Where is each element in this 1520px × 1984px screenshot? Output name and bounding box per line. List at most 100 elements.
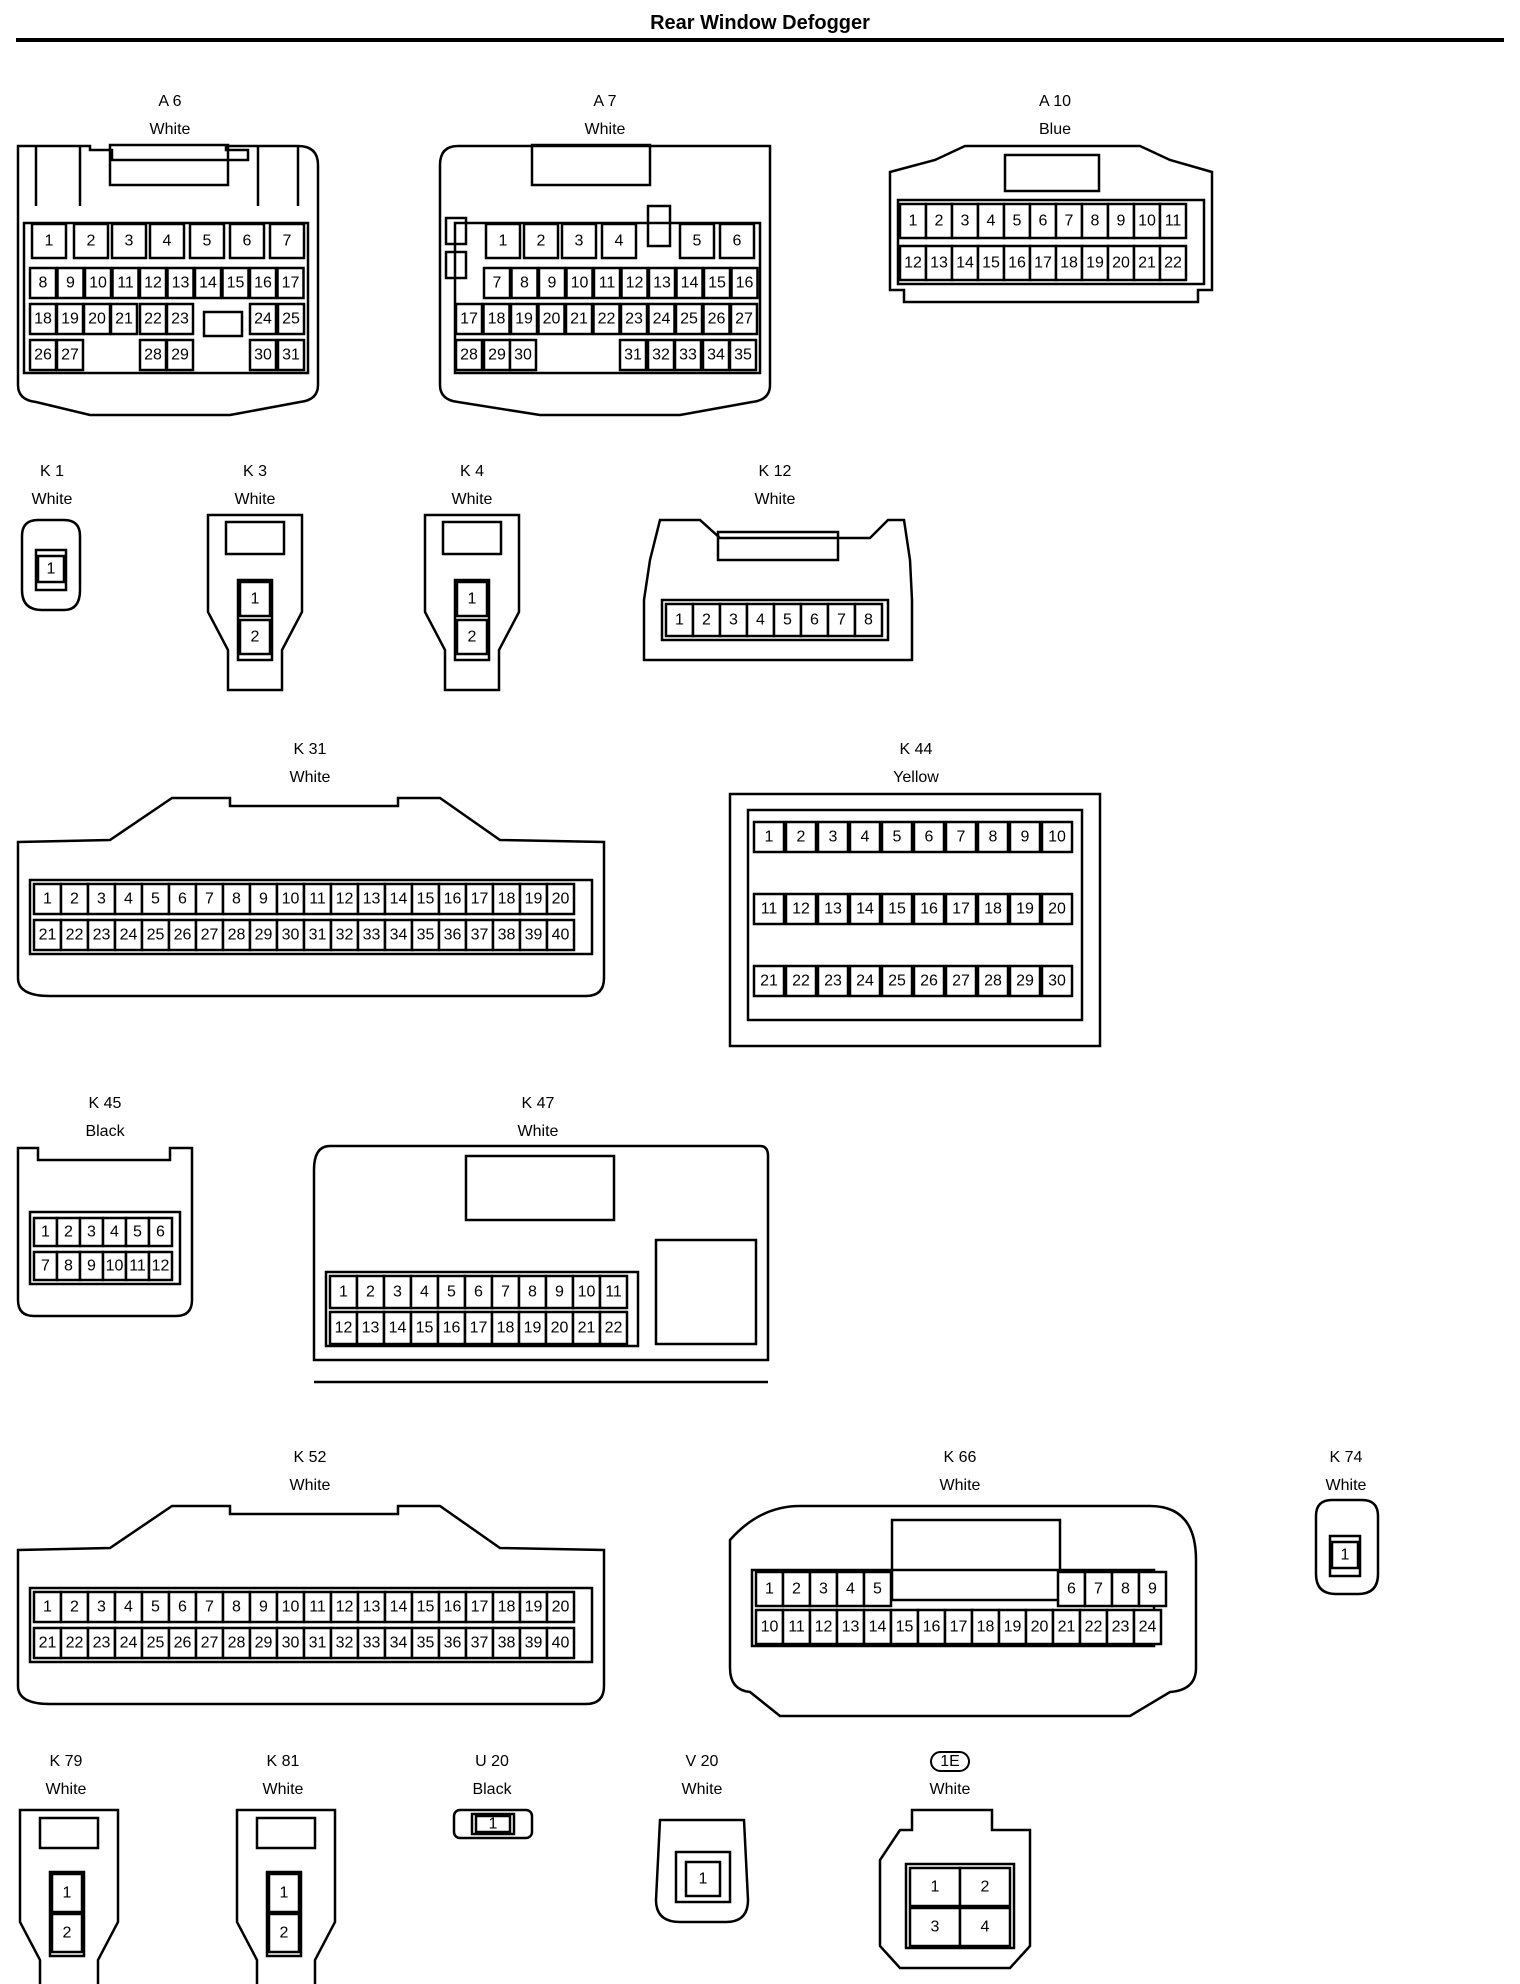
pin-number: 7	[1065, 213, 1074, 230]
pin-k31-40: 40	[545, 918, 576, 952]
pin-number: 27	[61, 347, 79, 364]
pin-a10-3: 3	[950, 202, 980, 240]
pin-cell	[908, 1906, 962, 1948]
pin-number: 25	[680, 311, 698, 328]
pin-k31-33: 33	[356, 918, 387, 952]
pin-a10-7: 7	[1054, 202, 1084, 240]
pin-number: 20	[1112, 255, 1130, 272]
pin-cell	[729, 302, 759, 336]
pin-number: 14	[390, 1599, 408, 1616]
connector-color: Yellow	[893, 769, 939, 786]
pin-k79-1: 1	[50, 1872, 84, 1914]
pin-a7-21: 21	[564, 302, 594, 336]
pin-a6-20: 20	[82, 302, 112, 336]
pin-k44-15: 15	[880, 892, 914, 926]
pin-cell	[482, 302, 511, 336]
pin-k47-15: 15	[409, 1310, 440, 1346]
pin-number: 21	[1138, 255, 1156, 272]
pin-a7-32: 32	[646, 338, 676, 372]
pin-number: 3	[97, 891, 106, 908]
pin-number: 16	[736, 275, 754, 292]
pin-number: 6	[810, 612, 819, 629]
pin-number: 3	[87, 1224, 96, 1241]
pin-cell	[55, 338, 85, 372]
pin-k45-10: 10	[101, 1250, 128, 1282]
pin-cell	[862, 1608, 893, 1646]
housing-u20	[452, 1808, 534, 1840]
pin-cell	[147, 1250, 174, 1282]
pin-k47-13: 13	[355, 1310, 386, 1346]
housing-k79	[18, 1808, 120, 1984]
pin-number: 6	[733, 233, 742, 250]
housing-k81	[235, 1808, 337, 1984]
pin-number: 23	[1112, 1619, 1130, 1636]
pin-number: 17	[950, 1619, 968, 1636]
pin-k31-12: 12	[329, 882, 360, 916]
pin-k52-7: 7	[194, 1590, 225, 1624]
pin-a10-9: 9	[1106, 202, 1136, 240]
pin-number: 27	[201, 927, 219, 944]
connector-id: K 52	[293, 1449, 327, 1466]
pin-k31-7: 7	[194, 882, 225, 916]
pin-number: 6	[178, 891, 187, 908]
pin-number: 16	[923, 1619, 941, 1636]
pin-number: 8	[989, 829, 998, 846]
pin-number: 2	[251, 629, 260, 646]
pin-k47-18: 18	[490, 1310, 521, 1346]
pin-cell	[592, 266, 622, 300]
pin-k45-8: 8	[55, 1250, 82, 1282]
pin-a7-29: 29	[482, 338, 512, 372]
pin-number: 1	[43, 891, 52, 908]
pin-a6-24: 24	[248, 302, 278, 336]
pin-number: 26	[920, 973, 938, 990]
pin-cell	[238, 580, 272, 618]
pin-number: 5	[1013, 213, 1022, 230]
pin-k12-7: 7	[826, 602, 857, 638]
housing-k4	[423, 513, 521, 692]
pin-k47-20: 20	[544, 1310, 575, 1346]
pin-number: 20	[1031, 1619, 1049, 1636]
pin-cell	[437, 882, 468, 916]
pin-k31-22: 22	[59, 918, 90, 952]
connector-color: Black	[85, 1123, 125, 1140]
pin-number: 6	[1067, 1581, 1076, 1598]
pin-k47-19: 19	[517, 1310, 548, 1346]
pin-number: 14	[856, 901, 874, 918]
connector-id: K 79	[49, 1753, 83, 1770]
pin-number: 25	[282, 311, 300, 328]
pin-k52-21: 21	[32, 1626, 63, 1660]
pin-cell	[898, 202, 928, 240]
pin-cell	[32, 882, 63, 916]
pin-a7-2: 2	[522, 222, 560, 260]
pin-cell	[924, 202, 954, 240]
pin-cell	[701, 338, 731, 372]
pin-k52-19: 19	[518, 1590, 549, 1624]
pin-number: 28	[228, 927, 246, 944]
pin-cell	[754, 1608, 785, 1646]
pin-cell	[276, 266, 305, 300]
pin-cell	[165, 302, 195, 336]
pin-cell	[484, 222, 522, 260]
pin-number: 2	[70, 1599, 79, 1616]
pin-a10-16: 16	[1002, 244, 1032, 282]
pin-number: 22	[605, 1320, 623, 1337]
pin-number: 5	[447, 1284, 456, 1301]
pin-a7-7: 7	[482, 266, 512, 300]
pin-number: 5	[693, 233, 702, 250]
pin-number: 9	[1148, 1581, 1157, 1598]
pin-cell	[1002, 244, 1032, 282]
pin-number: 16	[444, 1599, 462, 1616]
pin-k31-5: 5	[140, 882, 171, 916]
pin-1e-1: 1	[908, 1866, 962, 1908]
pin-cell	[1158, 244, 1188, 282]
pin-cell	[228, 222, 266, 260]
pin-number: 5	[203, 233, 212, 250]
pin-number: 17	[952, 901, 970, 918]
pin-k47-22: 22	[598, 1310, 629, 1346]
pin-k81-2: 2	[267, 1912, 301, 1954]
pin-k31-6: 6	[167, 882, 198, 916]
pin-number: 31	[309, 1635, 327, 1652]
pin-a10-4: 4	[976, 202, 1006, 240]
connector-id: K 47	[521, 1095, 555, 1112]
connector-id-badge: 1E	[930, 1751, 970, 1772]
